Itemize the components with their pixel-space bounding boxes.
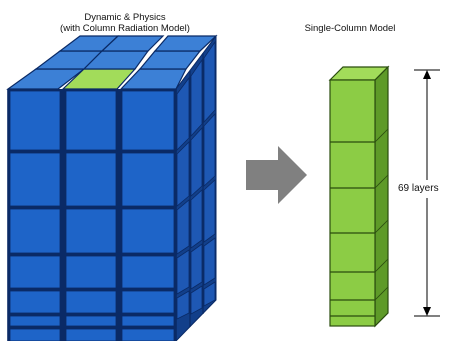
grid-block [6, 34, 218, 341]
grid-front-face [7, 89, 177, 341]
left-title-line1: Dynamic & Physics [84, 12, 166, 23]
single-column [328, 65, 390, 328]
column-side-face [374, 65, 389, 328]
height-dimension [414, 69, 440, 317]
right-arrow-icon [246, 146, 307, 204]
left-title-line2: (with Column Radiation Model) [60, 23, 190, 34]
column-layer-lines [330, 141, 375, 317]
right-title: Single-Column Model [304, 23, 396, 34]
grid-side-face [175, 34, 217, 341]
layers-label: 69 layers [398, 183, 439, 194]
column-front-face [329, 79, 376, 327]
